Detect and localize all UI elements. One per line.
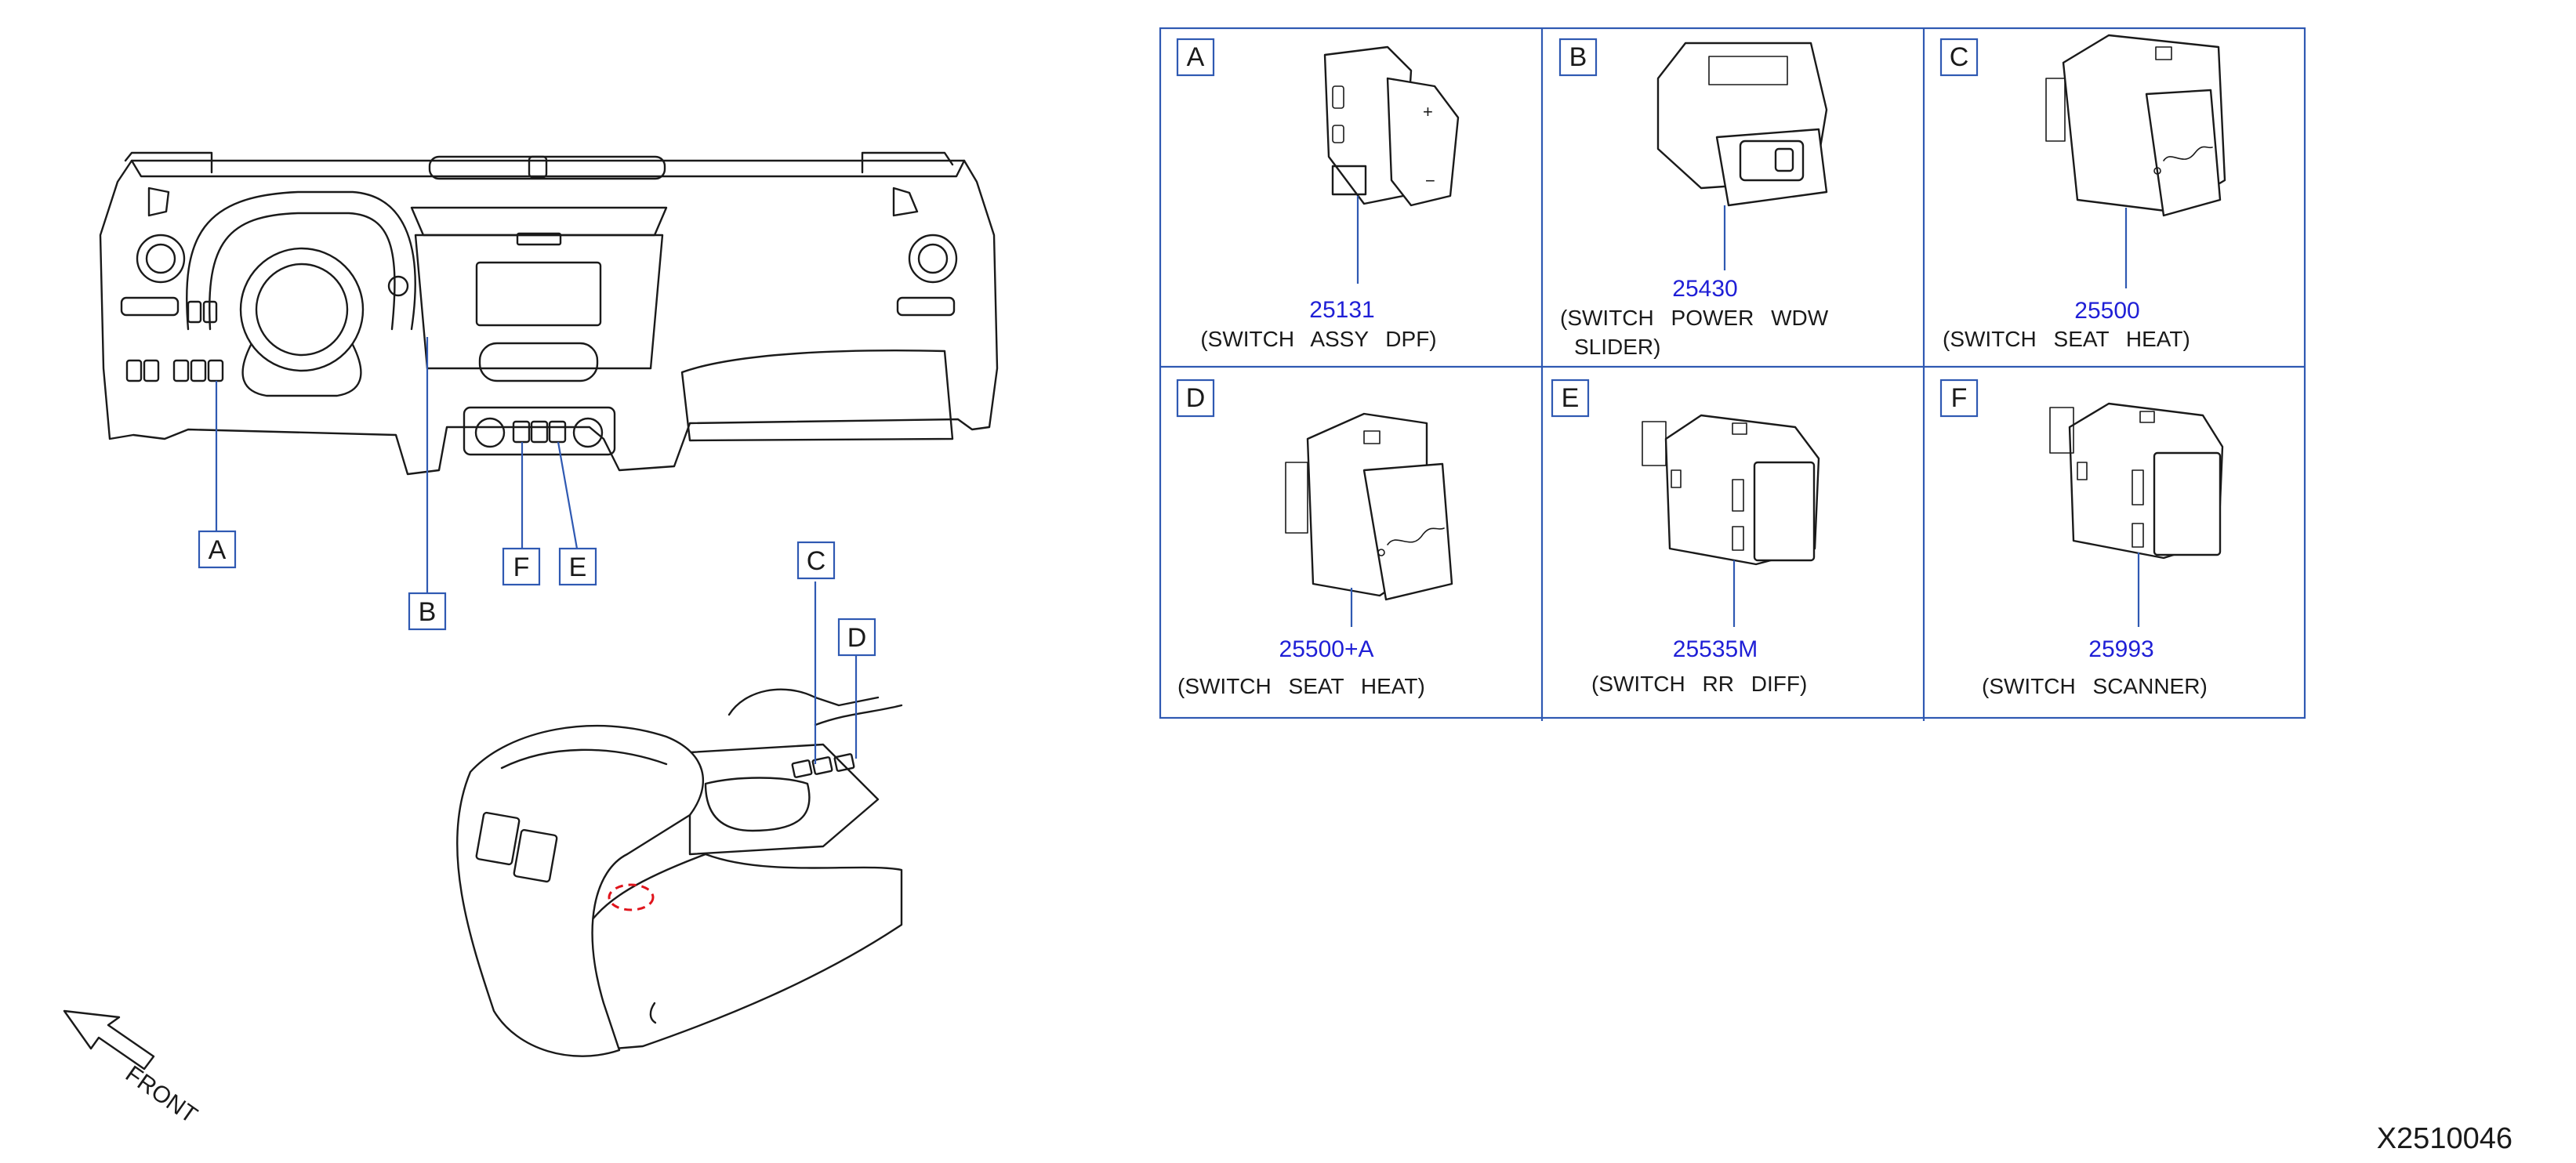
part-letter-box xyxy=(1551,379,1590,418)
front-arrow-icon xyxy=(63,1009,155,1071)
part-letter-box xyxy=(1939,379,1979,418)
parts-grid xyxy=(1159,27,2306,721)
part-letter: E xyxy=(1562,383,1580,413)
svg-text:+: + xyxy=(1423,102,1433,121)
part-letter-box xyxy=(1176,379,1215,418)
front-label: FRONT xyxy=(121,1061,202,1129)
part-number: 25500 xyxy=(2074,298,2139,324)
svg-text:D: D xyxy=(847,623,867,653)
part-letter-box xyxy=(1558,38,1598,77)
callout-a: A xyxy=(198,530,237,569)
svg-text:C: C xyxy=(807,546,826,576)
part-description: (SWITCH SCANNER) xyxy=(1982,674,2208,698)
svg-text:A: A xyxy=(209,535,227,565)
console-illustration xyxy=(456,688,903,1057)
part-cell-c: C 25500 (SWITCH SEAT HEAT) xyxy=(1939,34,2226,351)
console-leaders xyxy=(814,582,858,764)
part-number: 25131 xyxy=(1309,297,1374,323)
part-description: (SWITCH POWER WDW xyxy=(1560,306,1829,330)
part-cell-a: A + − 25131 (SWITCH ASSY DPF) xyxy=(1176,38,1460,351)
part-cell-e: E 25535M (SWITCH RR DIFF) xyxy=(1551,379,1820,696)
callout-d: D xyxy=(837,618,876,657)
part-description: (SWITCH SEAT HEAT) xyxy=(1177,674,1425,698)
part-description: (SWITCH RR DIFF) xyxy=(1591,672,1807,696)
callout-f: F xyxy=(502,547,541,586)
part-description: (SWITCH SEAT HEAT) xyxy=(1943,327,2190,351)
part-cell-f: F 25993 (SWITCH SCANNER) xyxy=(1939,379,2224,698)
svg-text:E: E xyxy=(569,553,587,582)
svg-text:B: B xyxy=(419,597,437,627)
part-letter: B xyxy=(1569,42,1587,72)
switch-rr-diff-icon xyxy=(1642,414,1820,566)
switch-assy-dpf-icon: + − xyxy=(1323,45,1460,207)
svg-text:F: F xyxy=(513,553,530,582)
switch-seat-heat-icon xyxy=(1285,412,1453,601)
part-number: 25535M xyxy=(1673,636,1758,662)
part-number: 25993 xyxy=(2088,636,2153,662)
drawing-code: X2510046 xyxy=(2377,1122,2513,1155)
callout-b: B xyxy=(408,592,447,631)
part-description-line2: SLIDER) xyxy=(1574,335,1660,359)
switch-power-window-slider-icon xyxy=(1656,42,1828,207)
part-description: (SWITCH ASSY DPF) xyxy=(1200,327,1436,351)
part-number: 25500+A xyxy=(1279,636,1374,662)
part-letter-box xyxy=(1939,38,1979,77)
switch-scanner-icon xyxy=(2049,402,2224,560)
part-letter: D xyxy=(1186,383,1206,413)
part-letter: A xyxy=(1187,42,1205,72)
part-number: 25430 xyxy=(1672,276,1737,302)
callout-c: C xyxy=(796,541,836,580)
callout-e: E xyxy=(558,547,597,586)
dashboard-leaders xyxy=(215,337,579,593)
part-letter: C xyxy=(1950,42,1969,72)
svg-text:−: − xyxy=(1425,171,1435,190)
part-letter-box xyxy=(1176,38,1215,77)
part-cell-b: B 25430 (SWITCH POWER WDW SLIDER) xyxy=(1558,38,1829,359)
dashboard-illustration xyxy=(99,151,999,476)
part-letter: F xyxy=(1951,383,1968,413)
part-cell-d: D 25500+A (SWITCH SEAT HEAT) xyxy=(1176,379,1453,698)
switch-seat-heat-icon xyxy=(2045,34,2226,217)
